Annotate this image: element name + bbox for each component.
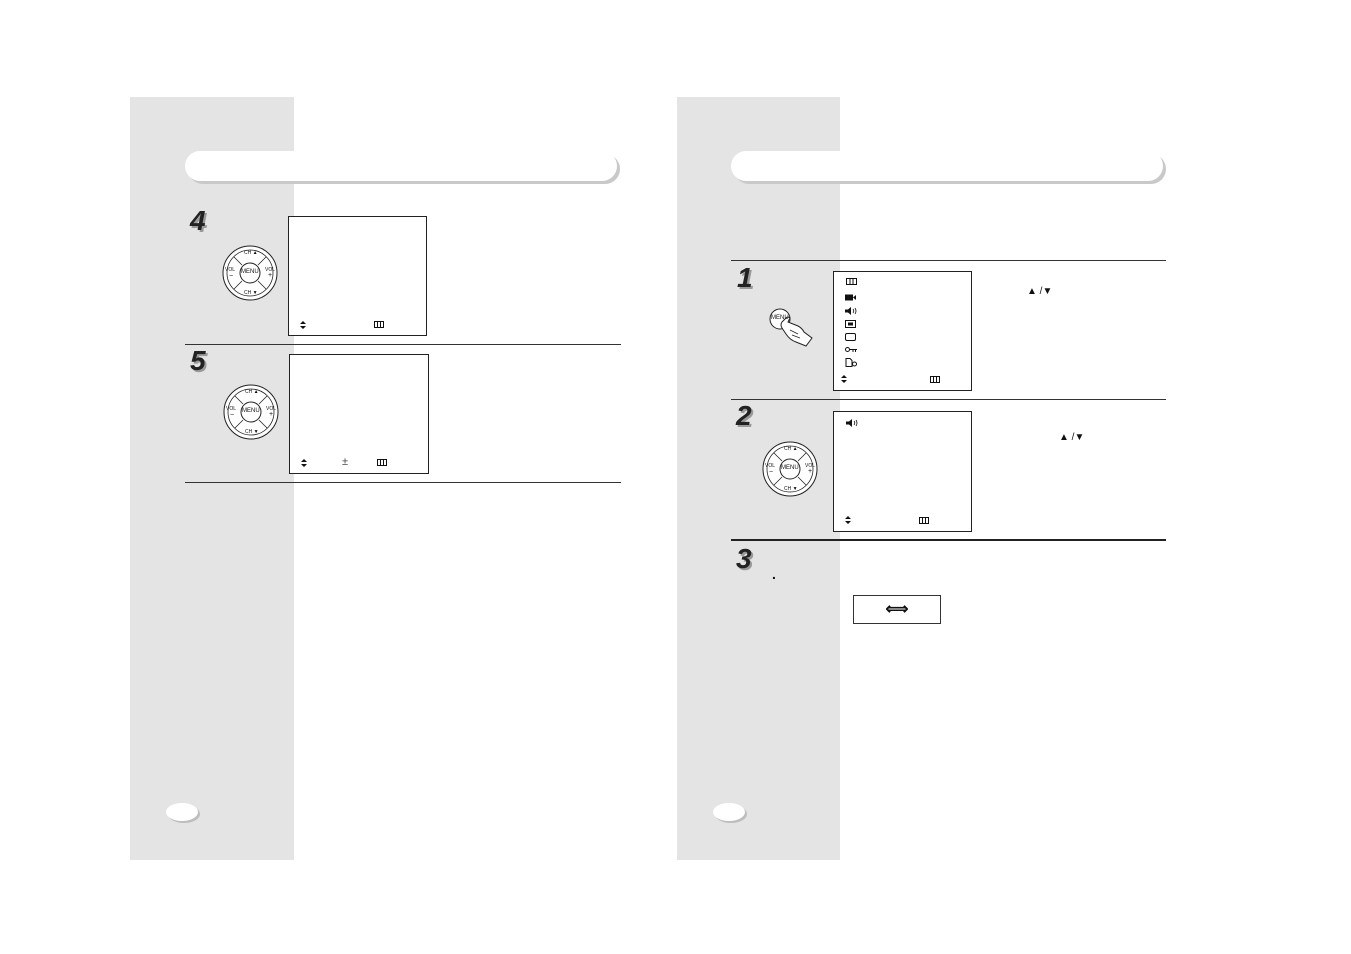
remote-ch-up-label[interactable]: CH ▲ xyxy=(784,446,798,452)
step1-arrow-instruction: ▲ /▼ xyxy=(1027,286,1053,297)
remote-vol-right-label[interactable]: VOL xyxy=(266,406,277,412)
updown-icon xyxy=(845,516,851,524)
menu-button-press-illustration: MENU xyxy=(768,308,816,348)
step-number-3: 3 xyxy=(736,543,752,574)
step-number-2: 2 xyxy=(736,400,752,431)
left-margin-strip xyxy=(130,97,294,860)
left-header-bar xyxy=(185,151,617,181)
remote-vol-left-sign: − xyxy=(229,273,234,280)
speaker-icon xyxy=(845,307,857,315)
osd-screen-step5: ± xyxy=(289,354,429,474)
remote-dpad-step5: MENU CH ▲ CH ▼ VOL − VOL + xyxy=(223,384,279,440)
swap-arrow-icon: ⟺ xyxy=(885,601,909,618)
remote-vol-left-sign: − xyxy=(769,469,774,476)
remote-vol-right-sign: + xyxy=(268,272,273,279)
menu-icon xyxy=(930,376,940,383)
divider-after-step2 xyxy=(731,539,1166,541)
remote-ch-up-label[interactable]: CH ▲ xyxy=(244,250,258,256)
step3-bullet-dot: . xyxy=(772,566,776,582)
step2-arrow-instruction: ▲ /▼ xyxy=(1059,432,1085,443)
remote-vol-left-label[interactable]: VOL xyxy=(225,267,236,273)
osd-screen-step4 xyxy=(288,216,427,336)
swap-indicator-box: ⟺ xyxy=(853,595,941,624)
divider-before-step1 xyxy=(731,260,1166,261)
remote-vol-right-sign: + xyxy=(808,468,813,475)
divider-after-step4 xyxy=(185,344,621,345)
remote-ch-down-label[interactable]: CH ▼ xyxy=(244,290,258,296)
remote-dpad-step4: MENU CH ▲ CH ▼ VOL − VOL + xyxy=(222,245,278,301)
lock-icon xyxy=(845,358,857,367)
menu-button-label[interactable]: MENU xyxy=(771,315,789,321)
key-icon xyxy=(845,347,857,352)
picture-icon xyxy=(845,320,856,328)
remote-dpad-step2: MENU CH ▲ CH ▼ VOL − VOL + xyxy=(762,441,818,497)
menu-icon xyxy=(846,278,857,285)
osd-screen-main-menu xyxy=(833,271,972,391)
divider-after-step5 xyxy=(185,482,621,483)
step-number-5: 5 xyxy=(190,345,206,376)
remote-vol-right-label[interactable]: VOL xyxy=(805,463,816,469)
remote-ch-down-label[interactable]: CH ▼ xyxy=(245,429,259,435)
right-page-number-oval xyxy=(713,803,745,821)
updown-icon xyxy=(301,459,307,467)
right-header-bar xyxy=(731,151,1163,181)
updown-icon xyxy=(300,321,306,329)
remote-menu-label[interactable]: MENU xyxy=(242,408,260,414)
remote-ch-up-label[interactable]: CH ▲ xyxy=(245,389,259,395)
remote-menu-label[interactable]: MENU xyxy=(781,465,799,471)
osd-screen-sound-menu xyxy=(833,411,972,532)
remote-menu-label[interactable]: MENU xyxy=(241,269,259,275)
remote-vol-right-sign: + xyxy=(269,411,274,418)
osd-plusminus: ± xyxy=(342,456,349,468)
menu-icon xyxy=(374,321,384,328)
speaker-icon xyxy=(846,419,858,427)
remote-vol-left-sign: − xyxy=(230,412,235,419)
remote-ch-down-label[interactable]: CH ▼ xyxy=(784,486,798,492)
menu-icon xyxy=(919,517,929,524)
remote-vol-left-label[interactable]: VOL xyxy=(226,406,237,412)
remote-vol-left-label[interactable]: VOL xyxy=(765,463,776,469)
remote-vol-right-label[interactable]: VOL xyxy=(265,267,276,273)
camera-icon xyxy=(845,294,856,301)
updown-icon xyxy=(841,375,847,383)
step-number-1: 1 xyxy=(737,262,753,293)
left-page-number-oval xyxy=(166,803,198,821)
menu-icon xyxy=(377,459,387,466)
screen-icon xyxy=(845,333,856,341)
step-number-4: 4 xyxy=(190,205,206,236)
divider-after-step1 xyxy=(731,399,1166,400)
